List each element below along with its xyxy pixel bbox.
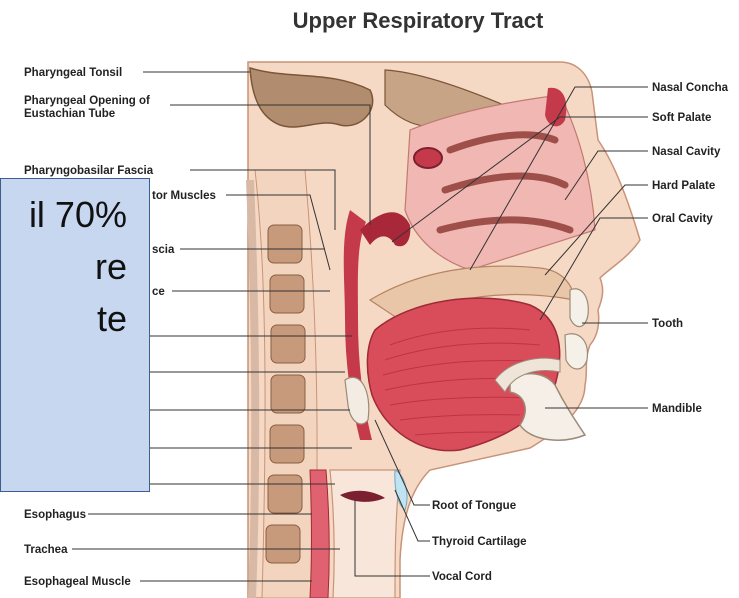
overlay-text: il 70% re te (0, 189, 127, 345)
overlay-line-2: re (0, 241, 127, 293)
sinus-oval (414, 148, 442, 168)
label-pharyngeal-opening-line1: Pharyngeal Opening of (24, 95, 150, 107)
label-nasal-cavity: Nasal Cavity (652, 146, 721, 158)
label-tooth: Tooth (652, 318, 683, 330)
label-trachea: Trachea (24, 544, 68, 556)
label-esophageal-muscle: Esophageal Muscle (24, 576, 131, 588)
label-root-of-tongue: Root of Tongue (432, 500, 516, 512)
label-pharyngobasilar-fascia: Pharyngobasilar Fascia (24, 165, 154, 177)
label-thyroid-cartilage: Thyroid Cartilage (432, 536, 527, 548)
label-constrictor-muscles-partial: tor Muscles (152, 190, 216, 202)
trachea-tube (330, 470, 400, 598)
label-hard-palate: Hard Palate (652, 180, 715, 192)
label-soft-palate: Soft Palate (652, 112, 711, 124)
overlay-line-1: il 70% (0, 189, 127, 241)
label-pharyngeal-opening-line2: Eustachian Tube (24, 108, 115, 120)
label-esophagus: Esophagus (24, 509, 86, 521)
overlay-text-box: il 70% re te (0, 178, 150, 492)
label-mandible: Mandible (652, 403, 702, 415)
label-nasal-concha: Nasal Concha (652, 82, 729, 94)
overlay-line-3: te (0, 293, 127, 345)
label-oral-cavity: Oral Cavity (652, 213, 713, 225)
label-space-partial: ce (152, 286, 165, 298)
diagram-title: Upper Respiratory Tract (293, 8, 544, 33)
anatomy-illustration (248, 62, 640, 598)
label-pharyngeal-tonsil: Pharyngeal Tonsil (24, 67, 122, 79)
label-vocal-cord: Vocal Cord (432, 571, 492, 583)
label-fascia-partial: scia (152, 244, 175, 256)
esophagus-tube (310, 470, 329, 598)
